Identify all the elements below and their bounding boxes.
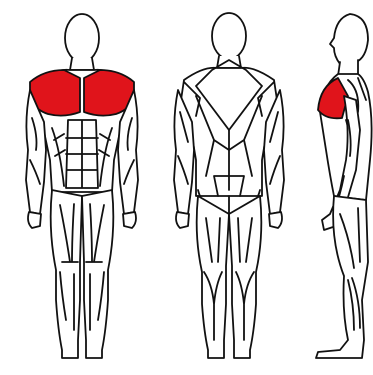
front-hand-right: [123, 212, 136, 228]
front-head: [65, 14, 99, 62]
back-leg-left: [197, 196, 229, 358]
back-leg-right: [229, 196, 261, 358]
front-neck: [70, 58, 94, 70]
front-view-figure: [26, 14, 138, 358]
back-hand-left: [176, 212, 189, 228]
back-head: [212, 13, 246, 59]
front-leg-left: [51, 190, 82, 358]
side-view-figure: [316, 14, 372, 358]
front-leg-right: [82, 190, 113, 358]
front-hand-left: [28, 212, 41, 228]
back-hand-right: [269, 212, 282, 228]
back-view-figure: [174, 13, 284, 358]
back-neck: [217, 56, 241, 68]
side-head: [330, 14, 368, 64]
